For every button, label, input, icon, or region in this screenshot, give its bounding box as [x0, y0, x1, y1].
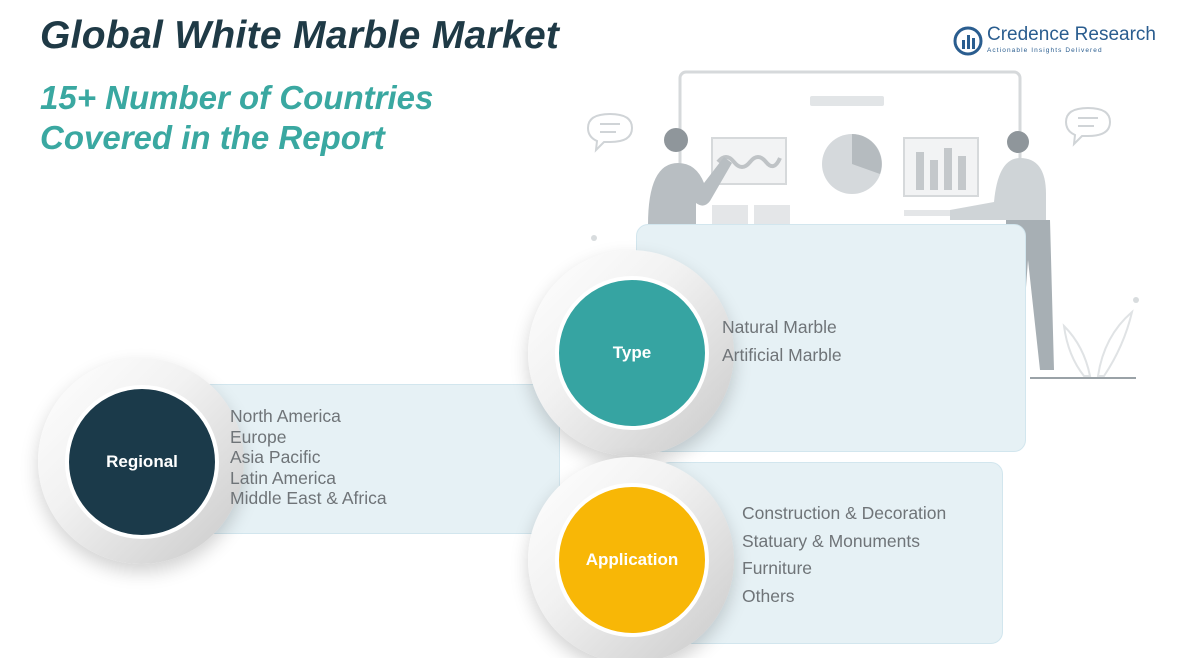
- list-item: Artificial Marble: [722, 345, 842, 365]
- type-list: Natural Marble Artificial Marble: [722, 313, 842, 369]
- application-label: Application: [585, 550, 679, 569]
- regional-list: North America Europe Asia Pacific Latin …: [230, 406, 387, 509]
- list-item: Europe: [230, 426, 287, 447]
- list-item: Middle East & Africa: [230, 488, 387, 508]
- list-item: Statuary & Monuments: [742, 530, 920, 551]
- type-circle: Type: [555, 276, 709, 430]
- list-item: Furniture: [742, 558, 813, 578]
- subtitle-line-1: 15+ Number of Countries: [40, 79, 434, 116]
- application-circle: Application: [555, 483, 709, 637]
- list-item: Asia Pacific: [230, 447, 321, 467]
- brand-tagline: Actionable Insights Delivered: [987, 47, 1103, 54]
- regional-label: Regional: [106, 452, 178, 471]
- list-item: Others: [742, 585, 795, 606]
- subtitle-line-2: Covered in the Report: [40, 119, 385, 156]
- page-subtitle: 15+ Number of Countries Covered in the R…: [40, 78, 433, 158]
- list-item: North America: [230, 406, 341, 426]
- bar-chart-circle-icon: [953, 26, 983, 56]
- regional-circle: Regional: [65, 385, 219, 539]
- page-title: Global White Marble Market: [40, 14, 560, 57]
- brand-logo: Credence Research Actionable Insights De…: [953, 24, 1156, 58]
- list-item: Natural Marble: [722, 317, 837, 337]
- brand-name: Credence Research: [987, 24, 1156, 45]
- list-item: Latin America: [230, 467, 337, 488]
- type-label: Type: [612, 343, 652, 362]
- application-list: Construction & Decoration Statuary & Mon…: [742, 500, 946, 610]
- list-item: Construction & Decoration: [742, 503, 947, 523]
